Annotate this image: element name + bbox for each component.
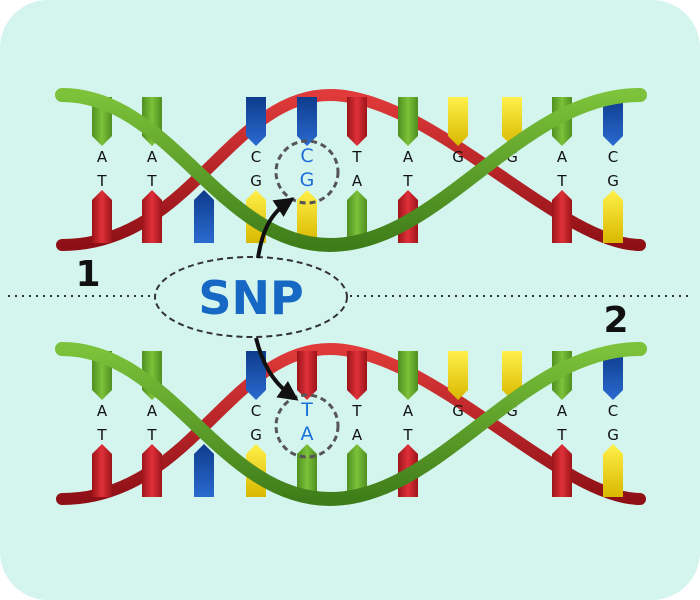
base-stick-top [347,97,367,146]
base-letter-top: G [506,148,518,166]
base-letter-bottom: A [301,423,314,445]
base-stick-top [448,351,468,400]
base-stick-bottom [194,444,214,497]
base-pair: G [502,351,522,420]
base-stick-top [297,97,317,146]
base-letter-bottom: A [352,426,363,444]
strand-number-1: 1 [75,254,100,295]
base-letter-bottom: T [402,172,413,190]
base-stick-bottom [194,190,214,243]
strand-number-2: 2 [603,300,628,341]
base-letter-top: C [300,145,313,167]
base-stick-top [603,351,623,400]
snp-highlight-circle [274,393,340,459]
base-stick-bottom [142,444,162,497]
base-stick-top [297,351,317,400]
base-pair: TA [274,351,340,497]
base-stick-bottom [142,190,162,243]
base-letter-bottom: T [556,426,567,444]
base-pair: G [448,351,468,420]
base-letter-top: G [452,148,464,166]
green-backbone-strand [55,342,647,507]
base-pair: TA [347,351,367,497]
base-letter-top: C [251,402,261,420]
base-stick-top [448,97,468,146]
base-letter-bottom: T [146,172,157,190]
base-letter-top: A [147,402,158,420]
base-letter-top: T [351,148,362,166]
snp-highlight-circle [274,139,340,205]
base-pair: TA [347,97,367,243]
base-stick-top [502,97,522,146]
base-pair: CG [274,97,340,243]
base-pair: G [502,97,522,166]
base-letter-top: C [251,148,261,166]
base-letter-bottom: G [250,426,262,444]
arrow-to-snp-2 [254,337,299,401]
arrow-to-snp-1 [256,197,295,259]
base-letter-bottom: G [250,172,262,190]
base-stick-bottom [552,444,572,497]
base-letter-top: A [147,148,158,166]
base-letter-top: T [351,402,362,420]
base-stick-bottom [347,444,367,497]
base-letter-bottom: T [146,426,157,444]
base-letter-top: A [97,148,108,166]
base-stick-bottom [92,190,112,243]
green-backbone-strand [55,88,647,253]
base-letter-bottom: G [607,426,619,444]
base-stick-bottom [347,190,367,243]
base-stick-bottom [603,190,623,243]
base-letter-bottom: G [607,172,619,190]
base-letter-top: C [608,402,618,420]
base-letter-bottom: A [352,172,363,190]
base-stick-top [502,351,522,400]
snp-label: SNP [198,271,303,325]
base-letter-top: G [452,402,464,420]
base-letter-top: A [97,402,108,420]
base-pair: G [448,97,468,166]
base-letter-top: A [557,402,568,420]
base-pair: CG [603,97,623,243]
base-stick-bottom [92,444,112,497]
base-letter-top: A [403,402,414,420]
base-stick-bottom [552,190,572,243]
base-stick-top [347,351,367,400]
base-stick-top [246,351,266,400]
snp-ellipse [154,256,348,338]
base-stick-bottom [603,444,623,497]
base-stick-top [603,97,623,146]
base-letter-bottom: T [96,426,107,444]
base-letter-top: A [403,148,414,166]
base-letter-bottom: T [556,172,567,190]
base-letter-bottom: G [300,169,315,191]
base-letter-top: A [557,148,568,166]
base-letter-top: T [300,399,313,421]
base-pair: CG [603,351,623,497]
base-letter-top: G [506,402,518,420]
base-letter-top: C [608,148,618,166]
base-letter-bottom: T [96,172,107,190]
base-stick-top [398,97,418,146]
base-stick-top [398,351,418,400]
base-letter-bottom: T [402,426,413,444]
base-stick-top [246,97,266,146]
